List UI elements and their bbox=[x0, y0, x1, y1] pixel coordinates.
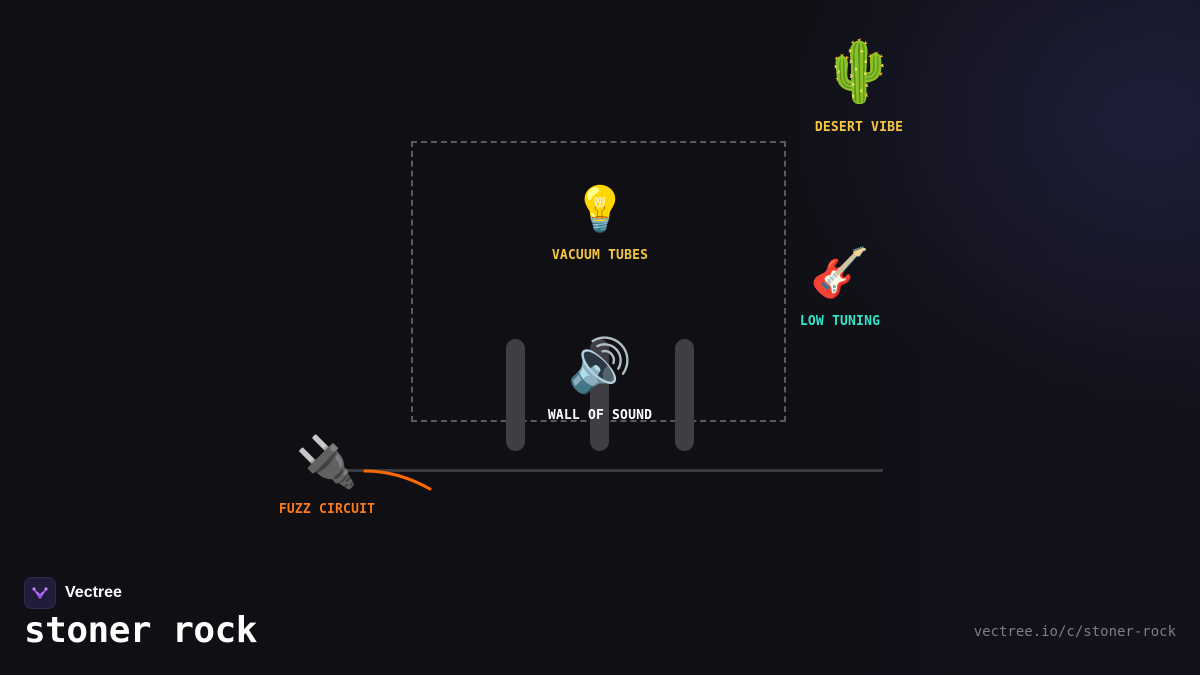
node-low-tuning[interactable]: 🎸 LOW TUNING bbox=[800, 249, 880, 329]
node-fuzz-circuit[interactable]: 🔌 FUZZ CIRCUIT bbox=[279, 437, 375, 517]
node-label: LOW TUNING bbox=[799, 314, 881, 329]
cactus-icon: 🌵 bbox=[821, 37, 897, 107]
speaker-icon: 🔊 bbox=[567, 336, 633, 396]
node-wall-of-sound[interactable]: 🔊 WALL OF SOUND bbox=[548, 340, 652, 423]
node-label: DESERT VIBE bbox=[814, 120, 904, 135]
amp-pillar-right bbox=[675, 339, 694, 451]
node-label: FUZZ CIRCUIT bbox=[278, 502, 376, 517]
light-bulb-icon: 💡 bbox=[572, 184, 628, 235]
brand-block[interactable]: Vectree bbox=[24, 577, 122, 609]
plug-icon: 🔌 bbox=[295, 433, 359, 491]
brand-name: Vectree bbox=[65, 584, 122, 601]
vectree-logo-icon bbox=[24, 577, 56, 609]
node-desert-vibe[interactable]: 🌵 DESERT VIBE bbox=[815, 42, 903, 135]
node-label: WALL OF SOUND bbox=[547, 408, 653, 423]
page-title: stoner rock bbox=[24, 610, 257, 651]
guitar-icon: 🎸 bbox=[810, 245, 870, 301]
amp-pillar-center bbox=[590, 339, 609, 451]
signal-rail bbox=[345, 469, 883, 472]
amp-pillar-left bbox=[506, 339, 525, 451]
page-url[interactable]: vectree.io/c/stoner-rock bbox=[973, 624, 1176, 640]
node-vacuum-tubes[interactable]: 💡 VACUUM TUBES bbox=[551, 184, 649, 264]
node-label: VACUUM TUBES bbox=[551, 248, 649, 263]
